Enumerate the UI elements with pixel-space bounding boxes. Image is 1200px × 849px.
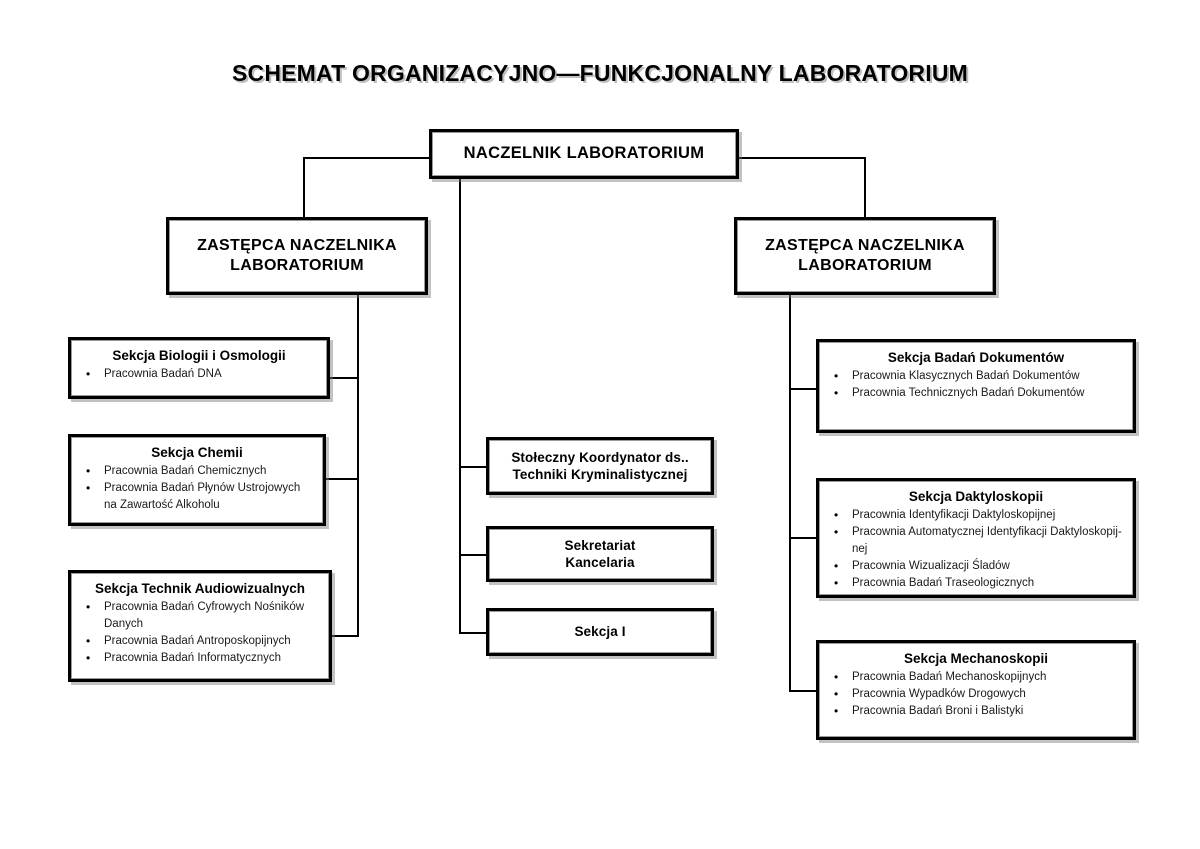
connector-head-right-horizontal [737, 157, 866, 159]
box-deputy-right-inner: ZASTĘPCA NACZELNIKA LABORATORIUM [737, 220, 993, 292]
box-coordinator-inner: Stołeczny Koordynator ds.. Techniki Krym… [489, 440, 711, 492]
list-item: Pracownia Badań Antroposkopijnych [80, 633, 322, 651]
box-section-biology-title: Sekcja Biologii i Osmologii [112, 348, 286, 363]
list-item: Pracownia Badań Traseologicznych [828, 575, 1126, 593]
box-section-one-inner: Sekcja I [489, 611, 711, 653]
box-section-documents-items: Pracownia Klasycznych Badań Dokumentów P… [820, 368, 1132, 403]
box-secretariat-line2: Kancelaria [565, 555, 635, 570]
list-item: Pracownia Badań DNA [80, 366, 320, 384]
box-deputy-left-line1: ZASTĘPCA NACZELNIKA [197, 236, 397, 254]
connector-right-trunk [789, 295, 791, 692]
list-item: Pracownia Technicznych Badań Dokumentów [828, 385, 1126, 403]
connector-head-left-horizontal [303, 157, 433, 159]
connector-center-stub-1 [459, 466, 486, 468]
connector-left-stub-2 [323, 478, 359, 480]
box-section-biology-inner: Sekcja Biologii i Osmologii Pracownia Ba… [71, 340, 327, 396]
box-section-audiovisual-items: Pracownia Badań Cyfrowych Nośników Danyc… [72, 599, 328, 668]
box-deputy-right-line1: ZASTĘPCA NACZELNIKA [765, 236, 965, 254]
box-coordinator[interactable]: Stołeczny Koordynator ds.. Techniki Krym… [486, 437, 714, 495]
box-section-documents-inner: Sekcja Badań Dokumentów Pracownia Klasyc… [819, 342, 1133, 430]
box-head-inner: NACZELNIK LABORATORIUM [432, 132, 736, 176]
box-section-audiovisual-inner: Sekcja Technik Audiowizualnych Pracownia… [71, 573, 329, 679]
box-coordinator-line1: Stołeczny Koordynator ds.. [511, 449, 689, 465]
page-title: SCHEMAT ORGANIZACYJNO—FUNKCJONALNY LABOR… [231, 60, 969, 86]
box-section-chemistry-items: Pracownia Badań Chemicznych Pracownia Ba… [72, 463, 322, 514]
box-section-documents-title: Sekcja Badań Dokumentów [887, 350, 1065, 365]
box-section-chemistry-inner: Sekcja Chemii Pracownia Badań Chemicznyc… [71, 437, 323, 523]
list-item: Pracownia Badań Płynów Ustrojowych na Za… [80, 480, 316, 514]
box-section-mechanoscopy-items: Pracownia Badań Mechanoskopijnych Pracow… [820, 669, 1132, 721]
list-item: Pracownia Automatycznej Identyfikacji Da… [828, 524, 1126, 558]
connector-head-right-vertical [864, 157, 866, 217]
box-section-dactyloscopy[interactable]: Sekcja Daktyloskopii Pracownia Identyfik… [816, 478, 1136, 598]
box-secretariat-inner: Sekretariat Kancelaria [489, 529, 711, 579]
list-item: Pracownia Badań Informatycznych [80, 650, 322, 668]
box-section-biology[interactable]: Sekcja Biologii i Osmologii Pracownia Ba… [68, 337, 330, 399]
connector-left-trunk [357, 295, 359, 637]
box-section-dactyloscopy-title: Sekcja Daktyloskopii [908, 489, 1044, 504]
connector-center-stub-2 [459, 554, 486, 556]
list-item: Pracownia Badań Cyfrowych Nośników Danyc… [80, 599, 322, 633]
connector-center-trunk-lower [459, 456, 461, 634]
connector-head-center-vertical [459, 179, 461, 456]
box-deputy-right[interactable]: ZASTĘPCA NACZELNIKA LABORATORIUM [734, 217, 996, 295]
box-section-audiovisual-title: Sekcja Technik Audiowizualnych [94, 581, 306, 596]
box-section-mechanoscopy[interactable]: Sekcja Mechanoskopii Pracownia Badań Mec… [816, 640, 1136, 740]
connector-right-stub-1 [789, 388, 816, 390]
box-section-one-line1: Sekcja I [574, 624, 626, 640]
connector-center-stub-3 [459, 632, 486, 634]
box-section-one[interactable]: Sekcja I [486, 608, 714, 656]
box-deputy-left-line2: LABORATORIUM [230, 257, 364, 274]
box-section-chemistry[interactable]: Sekcja Chemii Pracownia Badań Chemicznyc… [68, 434, 326, 526]
box-head-of-laboratory[interactable]: NACZELNIK LABORATORIUM [429, 129, 739, 179]
box-deputy-right-line2: LABORATORIUM [798, 257, 932, 274]
box-head-label: NACZELNIK LABORATORIUM [463, 144, 705, 163]
box-section-dactyloscopy-items: Pracownia Identyfikacji Daktyloskopijnej… [820, 507, 1132, 593]
box-section-audiovisual[interactable]: Sekcja Technik Audiowizualnych Pracownia… [68, 570, 332, 682]
list-item: Pracownia Identyfikacji Daktyloskopijnej [828, 507, 1126, 525]
box-deputy-left[interactable]: ZASTĘPCA NACZELNIKA LABORATORIUM [166, 217, 428, 295]
list-item: Pracownia Badań Broni i Balistyki [828, 703, 1126, 721]
list-item: Pracownia Wypadków Drogowych [828, 686, 1126, 704]
connector-left-stub-3 [329, 635, 359, 637]
list-item: Pracownia Badań Mechanoskopijnych [828, 669, 1126, 687]
box-section-dactyloscopy-inner: Sekcja Daktyloskopii Pracownia Identyfik… [819, 481, 1133, 595]
connector-right-stub-2 [789, 537, 816, 539]
box-secretariat[interactable]: Sekretariat Kancelaria [486, 526, 714, 582]
box-deputy-left-inner: ZASTĘPCA NACZELNIKA LABORATORIUM [169, 220, 425, 292]
box-coordinator-line2: Techniki Kryminalistycznej [512, 467, 688, 482]
box-section-documents[interactable]: Sekcja Badań Dokumentów Pracownia Klasyc… [816, 339, 1136, 433]
list-item: Pracownia Badań Chemicznych [80, 463, 316, 481]
connector-head-left-vertical [303, 157, 305, 217]
box-section-chemistry-title: Sekcja Chemii [151, 445, 243, 460]
list-item: Pracownia Klasycznych Badań Dokumentów [828, 368, 1126, 386]
box-section-mechanoscopy-inner: Sekcja Mechanoskopii Pracownia Badań Mec… [819, 643, 1133, 737]
box-secretariat-line1: Sekretariat [564, 537, 636, 553]
connector-left-stub-1 [328, 377, 359, 379]
list-item: Pracownia Wizualizacji Śladów [828, 558, 1126, 576]
box-section-biology-items: Pracownia Badań DNA [72, 366, 326, 384]
connector-right-stub-3 [789, 690, 816, 692]
box-section-mechanoscopy-title: Sekcja Mechanoskopii [903, 651, 1049, 666]
